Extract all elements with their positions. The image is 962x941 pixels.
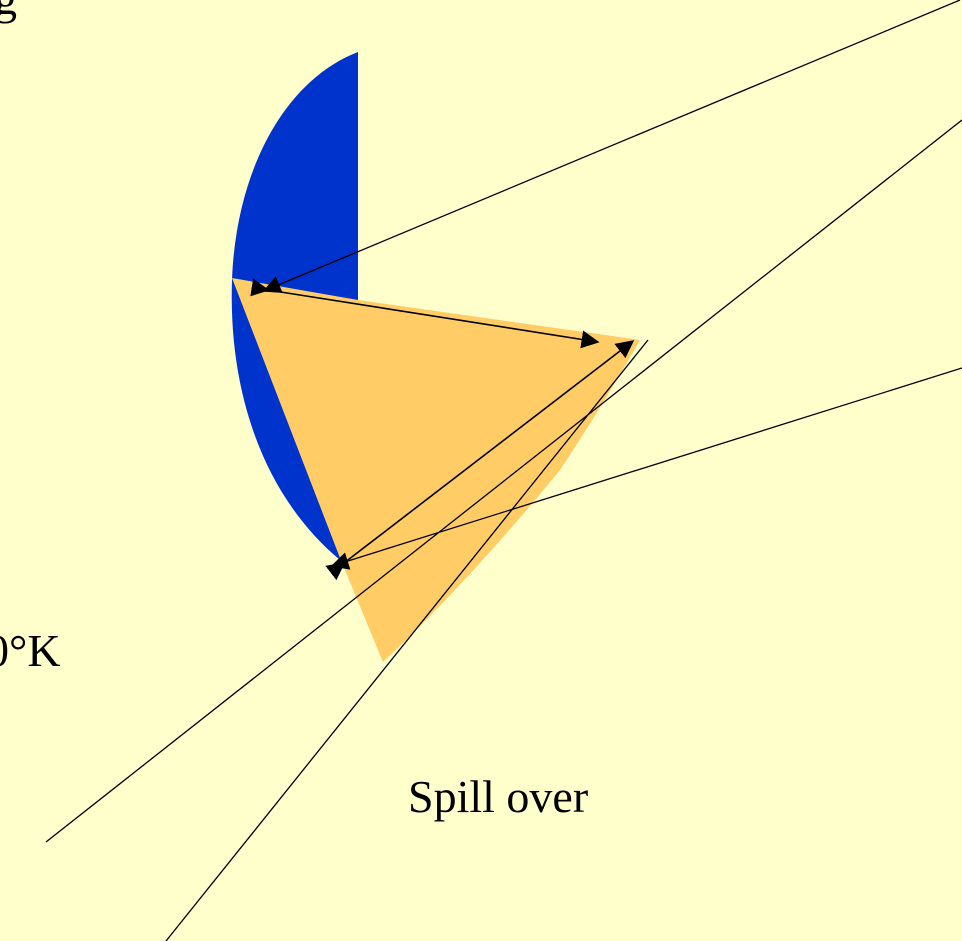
label-spill-over: Spill over xyxy=(408,771,589,822)
incoming-ray-top xyxy=(262,0,961,293)
incoming-ray-middle xyxy=(45,119,962,843)
reflection-arrow-diagonal xyxy=(325,340,635,581)
reflection-arrow-top xyxy=(250,278,600,349)
label-temperature: 0°K xyxy=(0,625,61,676)
label-top-fragment: g xyxy=(0,0,17,22)
